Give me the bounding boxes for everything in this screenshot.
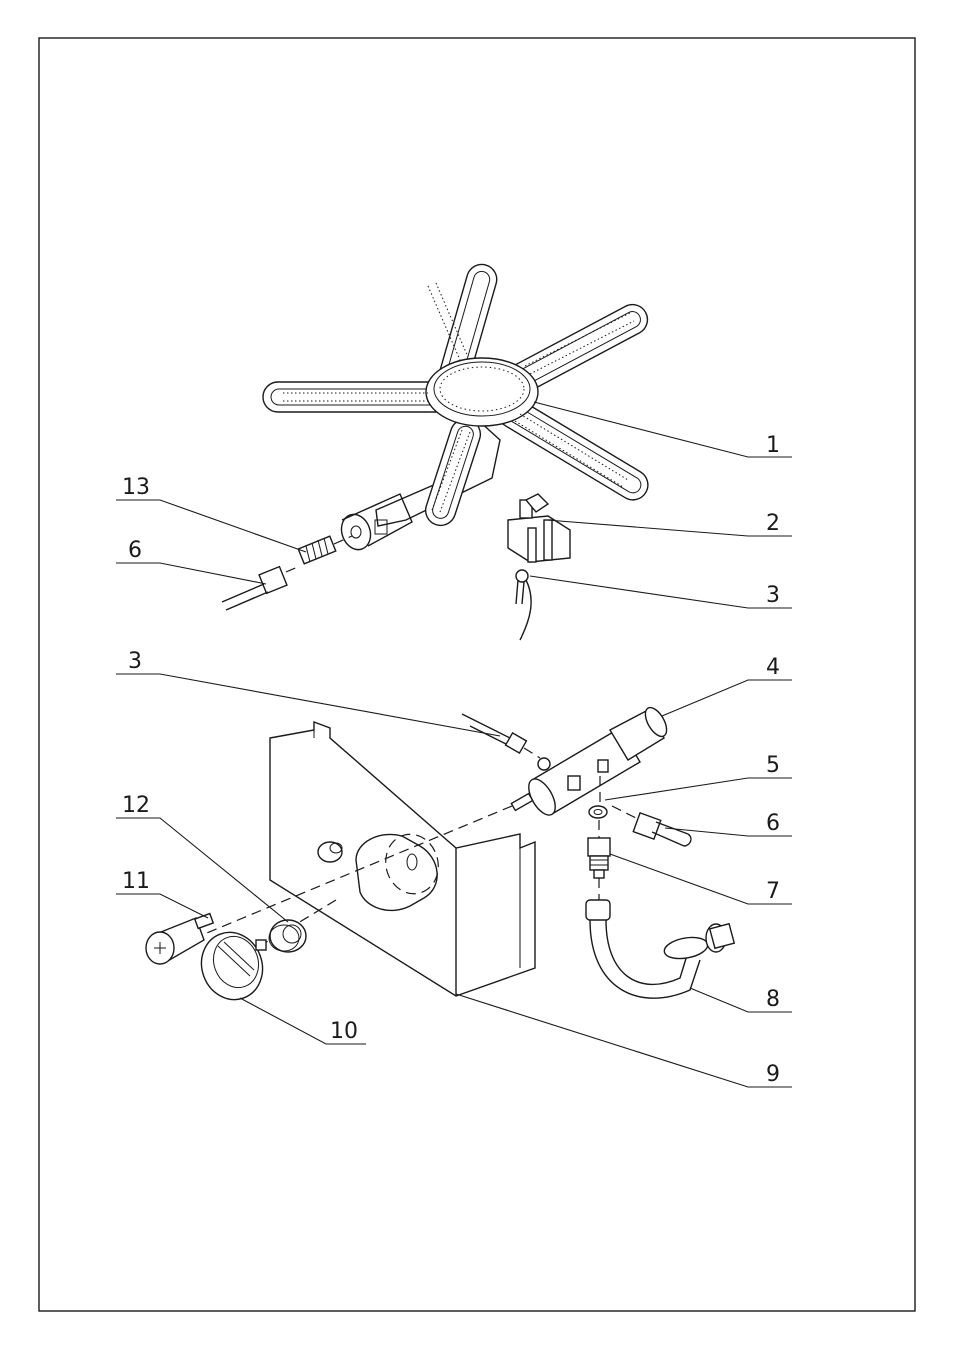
label-part-8: 8 [766,987,780,1012]
label-part-2: 2 [766,511,780,536]
hose-fitting-part-6-right [612,806,691,846]
label-part-4: 4 [766,655,780,680]
page-border [39,38,915,1311]
label-part-1: 1 [766,433,780,458]
label-part-3-upper: 3 [766,583,780,608]
label-part-10: 10 [330,1019,358,1044]
control-knob-part-10 [192,924,272,1008]
fitting-part-7 [588,820,610,878]
label-part-5: 5 [766,753,780,778]
label-part-7: 7 [766,879,780,904]
label-part-3-left: 3 [128,649,142,674]
pilot-assembly-part-2 [508,494,570,640]
hose-assembly-part-8 [586,878,734,998]
burner-part-1 [263,261,653,554]
label-part-9: 9 [766,1062,780,1087]
valve-part-4 [462,704,671,819]
hose-fitting-part-6-upper [222,566,300,610]
control-panel-part-9 [270,722,535,996]
label-part-13: 13 [122,475,150,500]
label-part-6-upper: 6 [128,538,142,563]
bezel-nut-part-12 [269,920,306,952]
label-part-11: 11 [122,869,150,894]
label-part-12: 12 [122,793,150,818]
label-part-6-right: 6 [766,811,780,836]
